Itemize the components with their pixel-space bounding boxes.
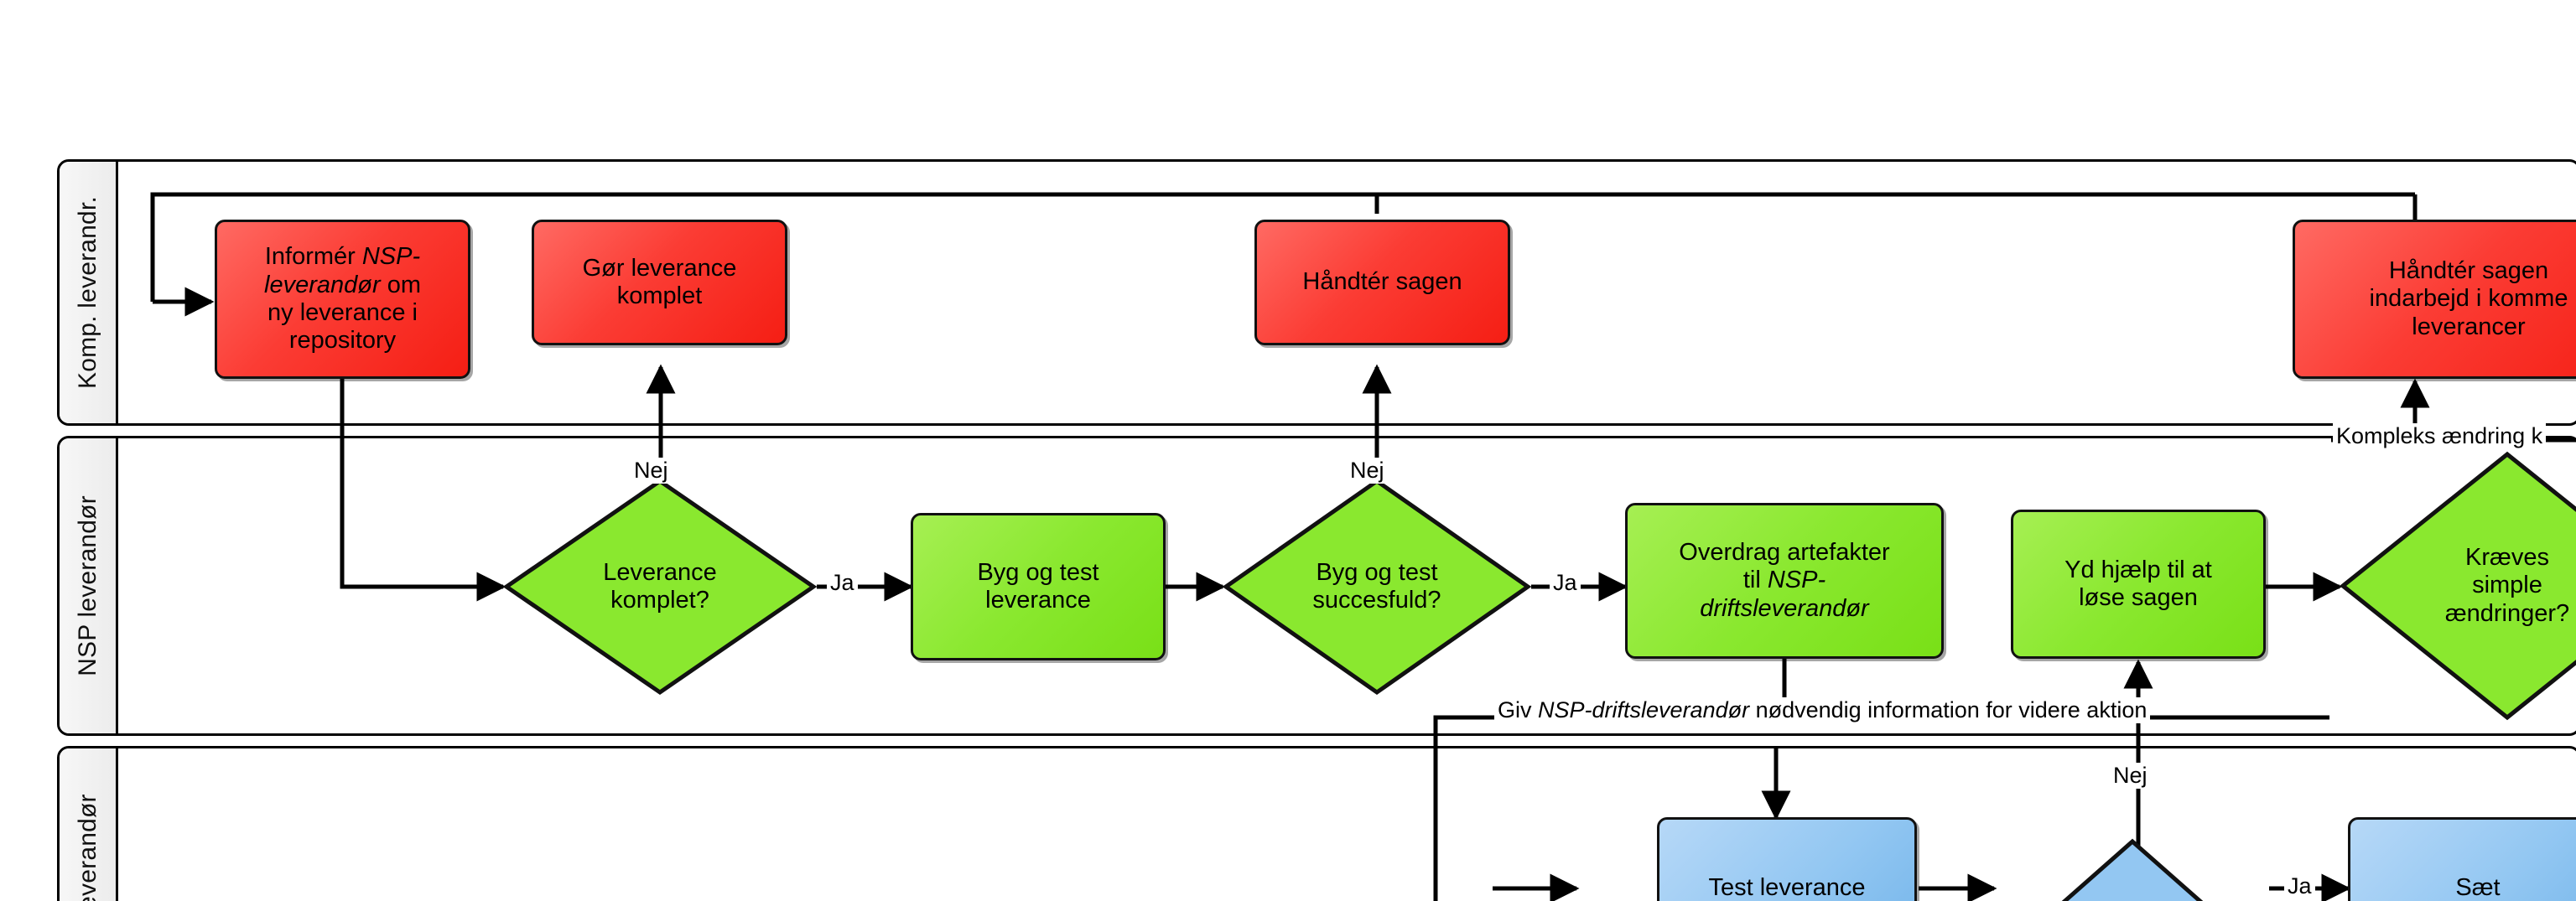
text-run: Gør leverance [582,254,737,282]
node-goer-leverance-komplet-label: Gør leverance komplet [574,255,745,311]
text-run: leverancer [2412,313,2526,340]
text-run: Byg og test [977,558,1099,586]
text-run: Overdrag artefakter [1679,538,1890,566]
text-run-italic: leverandør [264,271,381,298]
text-run: Håndtér sagen [1302,268,1462,296]
node-overdrag-artefakter-label: Overdrag artefakter til NSP- driftslever… [1670,539,1898,623]
text-run-italic: driftsleverandør [1700,594,1869,622]
text-run: Kompleks ændring k [2336,423,2543,448]
swimlane-header-nsp-leverandor: NSP leverandør [60,438,118,733]
text-run: leverance [985,587,1091,614]
text-run: Test leverance [1708,874,1866,901]
node-handter-sagen-label: Håndtér sagen [1294,268,1470,296]
edge-label-kompleks-aendring: Kompleks ændring k [2333,423,2547,449]
text-run: om [380,271,421,298]
node-test-decision[interactable]: Test [1994,838,2271,901]
node-leverance-komplet-decision[interactable]: Leverance komplet? [502,478,818,696]
text-run: til [1742,567,1768,594]
node-goer-leverance-komplet[interactable]: Gør leverance komplet [532,220,787,345]
text-run-italic: NSP- [1767,567,1826,594]
node-yd-hjaelp-loese-sagen[interactable]: Yd hjælp til at løse sagen [2011,510,2266,659]
node-byg-test-succesfuld-decision[interactable]: Byg og test succesfuld? [1222,478,1532,696]
text-run-italic: NSP- [361,243,421,271]
text-run: repository [288,327,397,355]
text-run: Håndtér sagen [2388,256,2549,284]
node-yd-hjaelp-loese-sagen-label: Yd hjælp til at løse sagen [2056,557,2220,613]
swimlane-header-drifts-leverandor: leverandør [60,748,118,901]
node-test-leverance-label: Test leverance [1701,874,1874,901]
edge-label-ja-leverance-komplet: Ja [827,570,858,596]
node-handter-sagen[interactable]: Håndtér sagen [1254,220,1510,345]
text-run: Informér [264,243,362,271]
node-test-leverance[interactable]: Test leverance [1657,817,1917,901]
node-saet[interactable]: Sæt [2348,817,2576,901]
edge-label-nej-byg-test-succesfuld: Nej [1347,458,1388,484]
node-byg-og-test-leverance-label: Byg og test leverance [969,559,1107,615]
text-run: ny leverance i [267,299,418,326]
text-run: løse sagen [2079,584,2198,611]
node-informer-nsp-leverandor-label: Informér NSP- leverandør om ny leverance… [256,243,429,355]
node-byg-og-test-leverance[interactable]: Byg og test leverance [911,513,1166,660]
node-handter-sagen-indarbejd[interactable]: Håndtér sagen indarbejd i komme leveranc… [2293,220,2576,379]
node-overdrag-artefakter[interactable]: Overdrag artefakter til NSP- driftslever… [1625,503,1944,659]
text-run-italic: NSP-driftsleverandør [1538,697,1750,722]
text-run: Sæt [2455,874,2501,901]
swimlane-label-nsp-leverandor: NSP leverandør [73,495,101,676]
swimlane-label-komp-leverandr: Komp. leverandr. [73,196,101,389]
edge-label-ja-test: Ja [2284,873,2315,899]
text-run: nødvendig information for videre aktion [1749,697,2148,722]
node-saet-label: Sæt [2447,874,2508,901]
node-handter-sagen-indarbejd-label: Håndtér sagen indarbejd i komme leveranc… [2361,257,2576,341]
text-run: komplet [616,282,703,309]
text-run: indarbejd i komme [2369,285,2568,313]
text-run: Giv [1498,697,1539,722]
node-kraeves-simple-aendringer-decision[interactable]: Kræves simple ændringer? [2340,451,2576,721]
swimlane-label-drifts-leverandor: leverandør [73,794,101,901]
edge-label-nej-leverance-komplet: Nej [631,458,672,484]
edge-label-nej-test: Nej [2110,763,2151,789]
swimlane-header-komp-leverandr: Komp. leverandr. [60,162,118,423]
text-run: Yd hjælp til at [2064,556,2212,583]
edge-label-ja-byg-test-succesfuld: Ja [1550,570,1581,596]
edge-label-giv-nsp-driftsleverandoer-info: Giv NSP-driftsleverandør nødvendig infor… [1494,697,2151,723]
node-informer-nsp-leverandor[interactable]: Informér NSP- leverandør om ny leverance… [215,220,470,379]
